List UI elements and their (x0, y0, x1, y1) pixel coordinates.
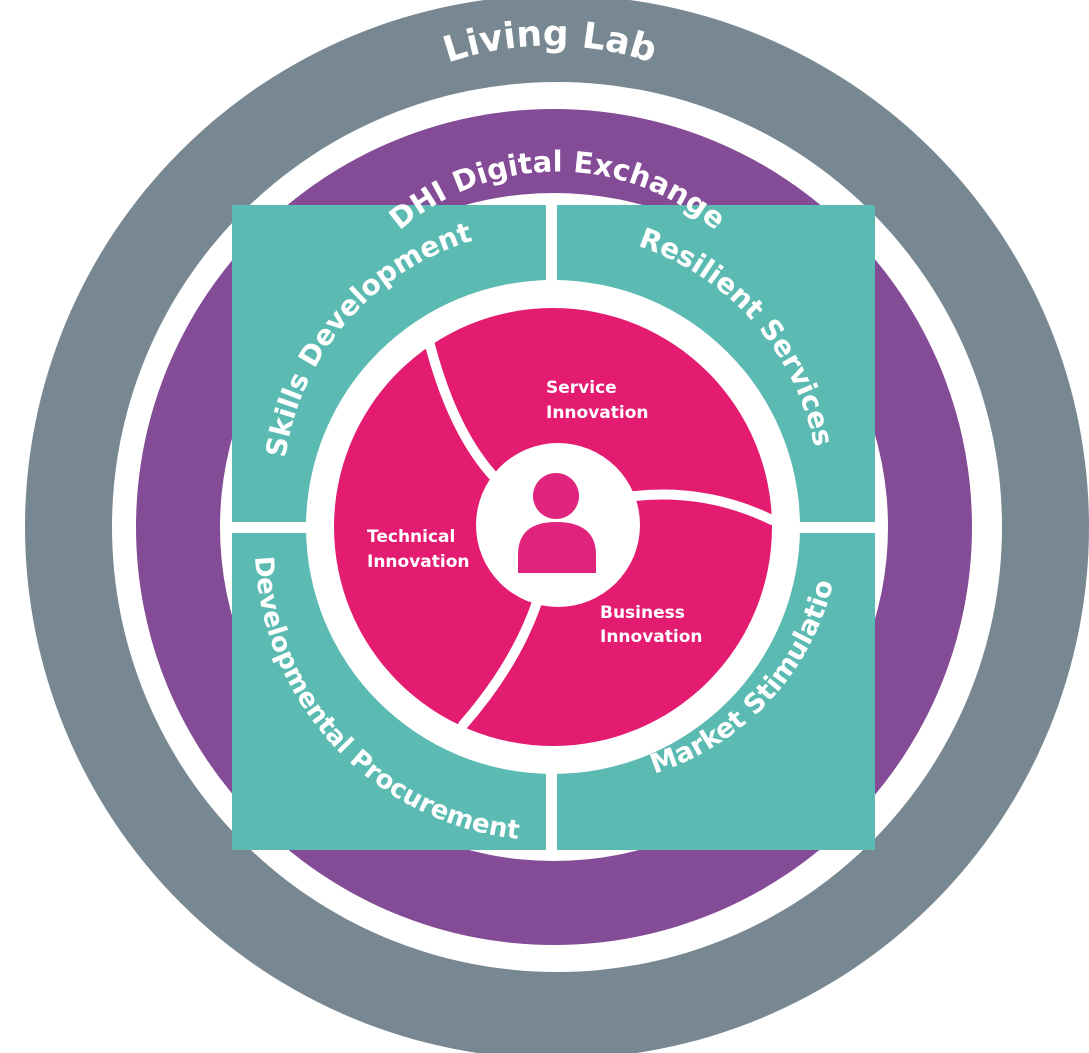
person-icon (518, 473, 596, 573)
separator-right (615, 489, 777, 525)
separator-upper-left (425, 340, 507, 490)
business-innovation-line2: Innovation (600, 627, 703, 647)
technical-innovation-line1: Technical (367, 527, 455, 547)
service-innovation-line1: Service (546, 378, 617, 398)
person-head (533, 473, 579, 519)
separator-lower (458, 585, 546, 730)
business-innovation-line1: Business (600, 603, 685, 623)
person-body (518, 522, 596, 573)
core-separators (425, 340, 777, 730)
service-innovation-line2: Innovation (546, 403, 649, 423)
technical-innovation-line2: Innovation (367, 552, 470, 572)
